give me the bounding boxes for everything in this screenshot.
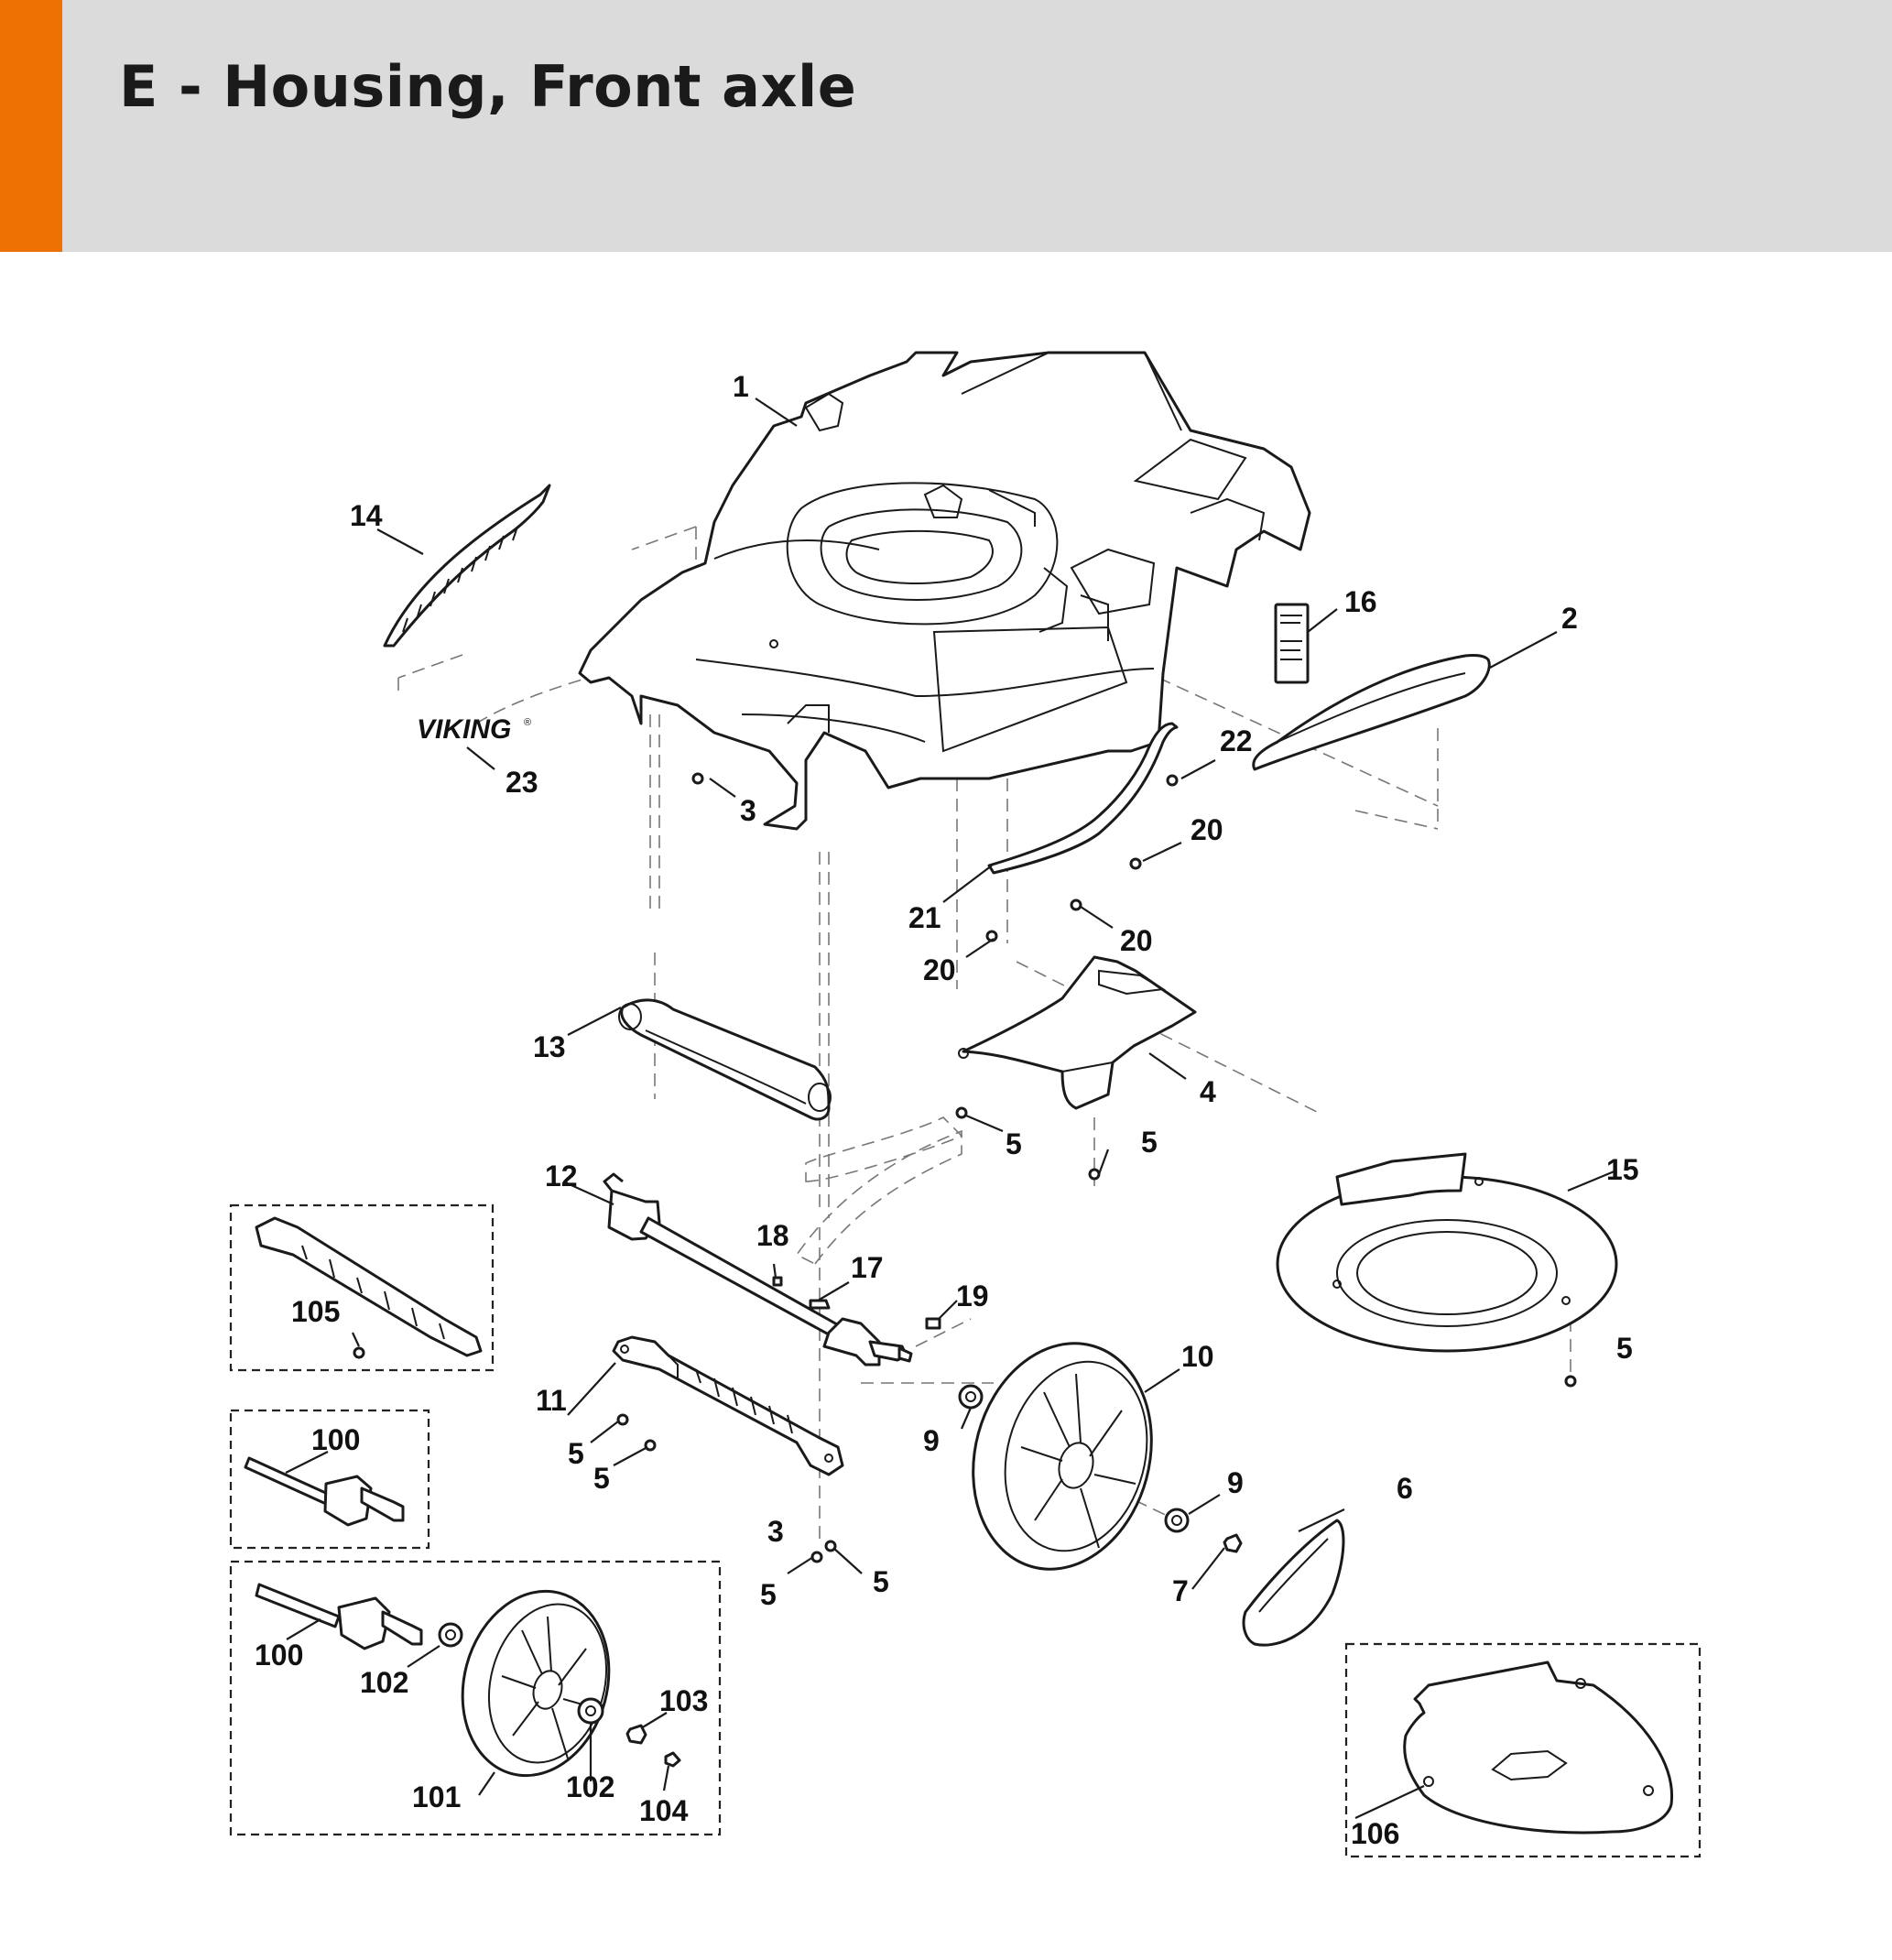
callout-9: 9 (1227, 1466, 1244, 1499)
kit-box-wheel (229, 1560, 722, 1836)
callout-7: 7 (1172, 1574, 1189, 1607)
callout-5: 5 (1141, 1126, 1158, 1159)
rear-handle-grip (1252, 654, 1491, 771)
callout-4: 4 (1200, 1075, 1216, 1108)
callout-18: 18 (756, 1219, 789, 1252)
housing-deck (578, 351, 1311, 831)
fasteners (353, 772, 1577, 1563)
callout-3: 3 (740, 794, 756, 827)
svg-text:VIKING: VIKING (417, 714, 511, 745)
callout-6: 6 (1397, 1472, 1413, 1505)
label-decal (1274, 603, 1310, 684)
callout-5: 5 (1006, 1127, 1022, 1160)
callout-21: 21 (908, 901, 941, 934)
callout-5: 5 (873, 1565, 889, 1598)
callout-104: 104 (639, 1794, 689, 1827)
callout-15: 15 (1606, 1153, 1639, 1186)
callout-2: 2 (1561, 602, 1578, 635)
axle-bracket-rail (612, 1335, 844, 1476)
viking-logo: VIKING ® (417, 714, 531, 745)
callout-102: 102 (566, 1770, 614, 1803)
callout-19: 19 (956, 1279, 989, 1312)
callout-106: 106 (1351, 1817, 1399, 1850)
front-roller (618, 998, 832, 1121)
callout-101: 101 (412, 1780, 461, 1813)
callout-20: 20 (923, 953, 956, 986)
callout-22: 22 (1220, 724, 1253, 757)
callout-10: 10 (1181, 1340, 1214, 1373)
svg-text:®: ® (524, 717, 531, 728)
callout-labels: 1 14 16 2 23 3 22 20 21 20 20 13 4 5 5 1… (255, 370, 1639, 1850)
callout-105: 105 (291, 1295, 340, 1328)
header-band (0, 0, 1892, 252)
alt-axle-100b (255, 1583, 423, 1650)
callout-103: 103 (659, 1684, 708, 1717)
callout-12: 12 (545, 1160, 578, 1192)
leader-lines (285, 397, 1617, 1819)
front-comb-strip (383, 484, 551, 648)
callout-100: 100 (311, 1423, 360, 1456)
deflector-bowl (1276, 1152, 1618, 1353)
alt-axle-bracket-105 (255, 1216, 483, 1357)
callout-5: 5 (568, 1437, 584, 1470)
callout-5: 5 (760, 1578, 777, 1611)
kit-box-105 (229, 1203, 495, 1372)
callout-3: 3 (767, 1515, 784, 1548)
rear-flap-strip (987, 722, 1179, 875)
alt-wheel-parts (438, 1622, 681, 1768)
callout-17: 17 (851, 1251, 884, 1284)
alt-cover-106 (1403, 1661, 1674, 1835)
kit-box-106 (1344, 1642, 1702, 1858)
callout-1: 1 (733, 370, 749, 403)
callout-5: 5 (593, 1462, 610, 1495)
kit-box-100 (229, 1409, 430, 1550)
callout-23: 23 (506, 766, 538, 799)
callout-20: 20 (1120, 924, 1153, 957)
callout-5: 5 (1616, 1332, 1633, 1365)
callout-16: 16 (1344, 585, 1377, 618)
callout-100: 100 (255, 1639, 303, 1671)
callout-20: 20 (1191, 813, 1223, 846)
callout-9: 9 (923, 1424, 940, 1457)
callout-13: 13 (533, 1030, 566, 1063)
callout-102: 102 (360, 1666, 408, 1699)
front-wheel (972, 1342, 1153, 1571)
callout-14: 14 (350, 499, 383, 532)
orange-accent-bar (0, 0, 62, 252)
front-axle-bar (603, 1172, 913, 1367)
wheel-hub-cap (1242, 1519, 1345, 1647)
callout-11: 11 (536, 1384, 567, 1417)
page-title: E - Housing, Front axle (119, 53, 857, 120)
cover-plate (958, 955, 1197, 1110)
alt-axle-100a (244, 1456, 405, 1527)
alt-wheel-101 (461, 1589, 611, 1778)
